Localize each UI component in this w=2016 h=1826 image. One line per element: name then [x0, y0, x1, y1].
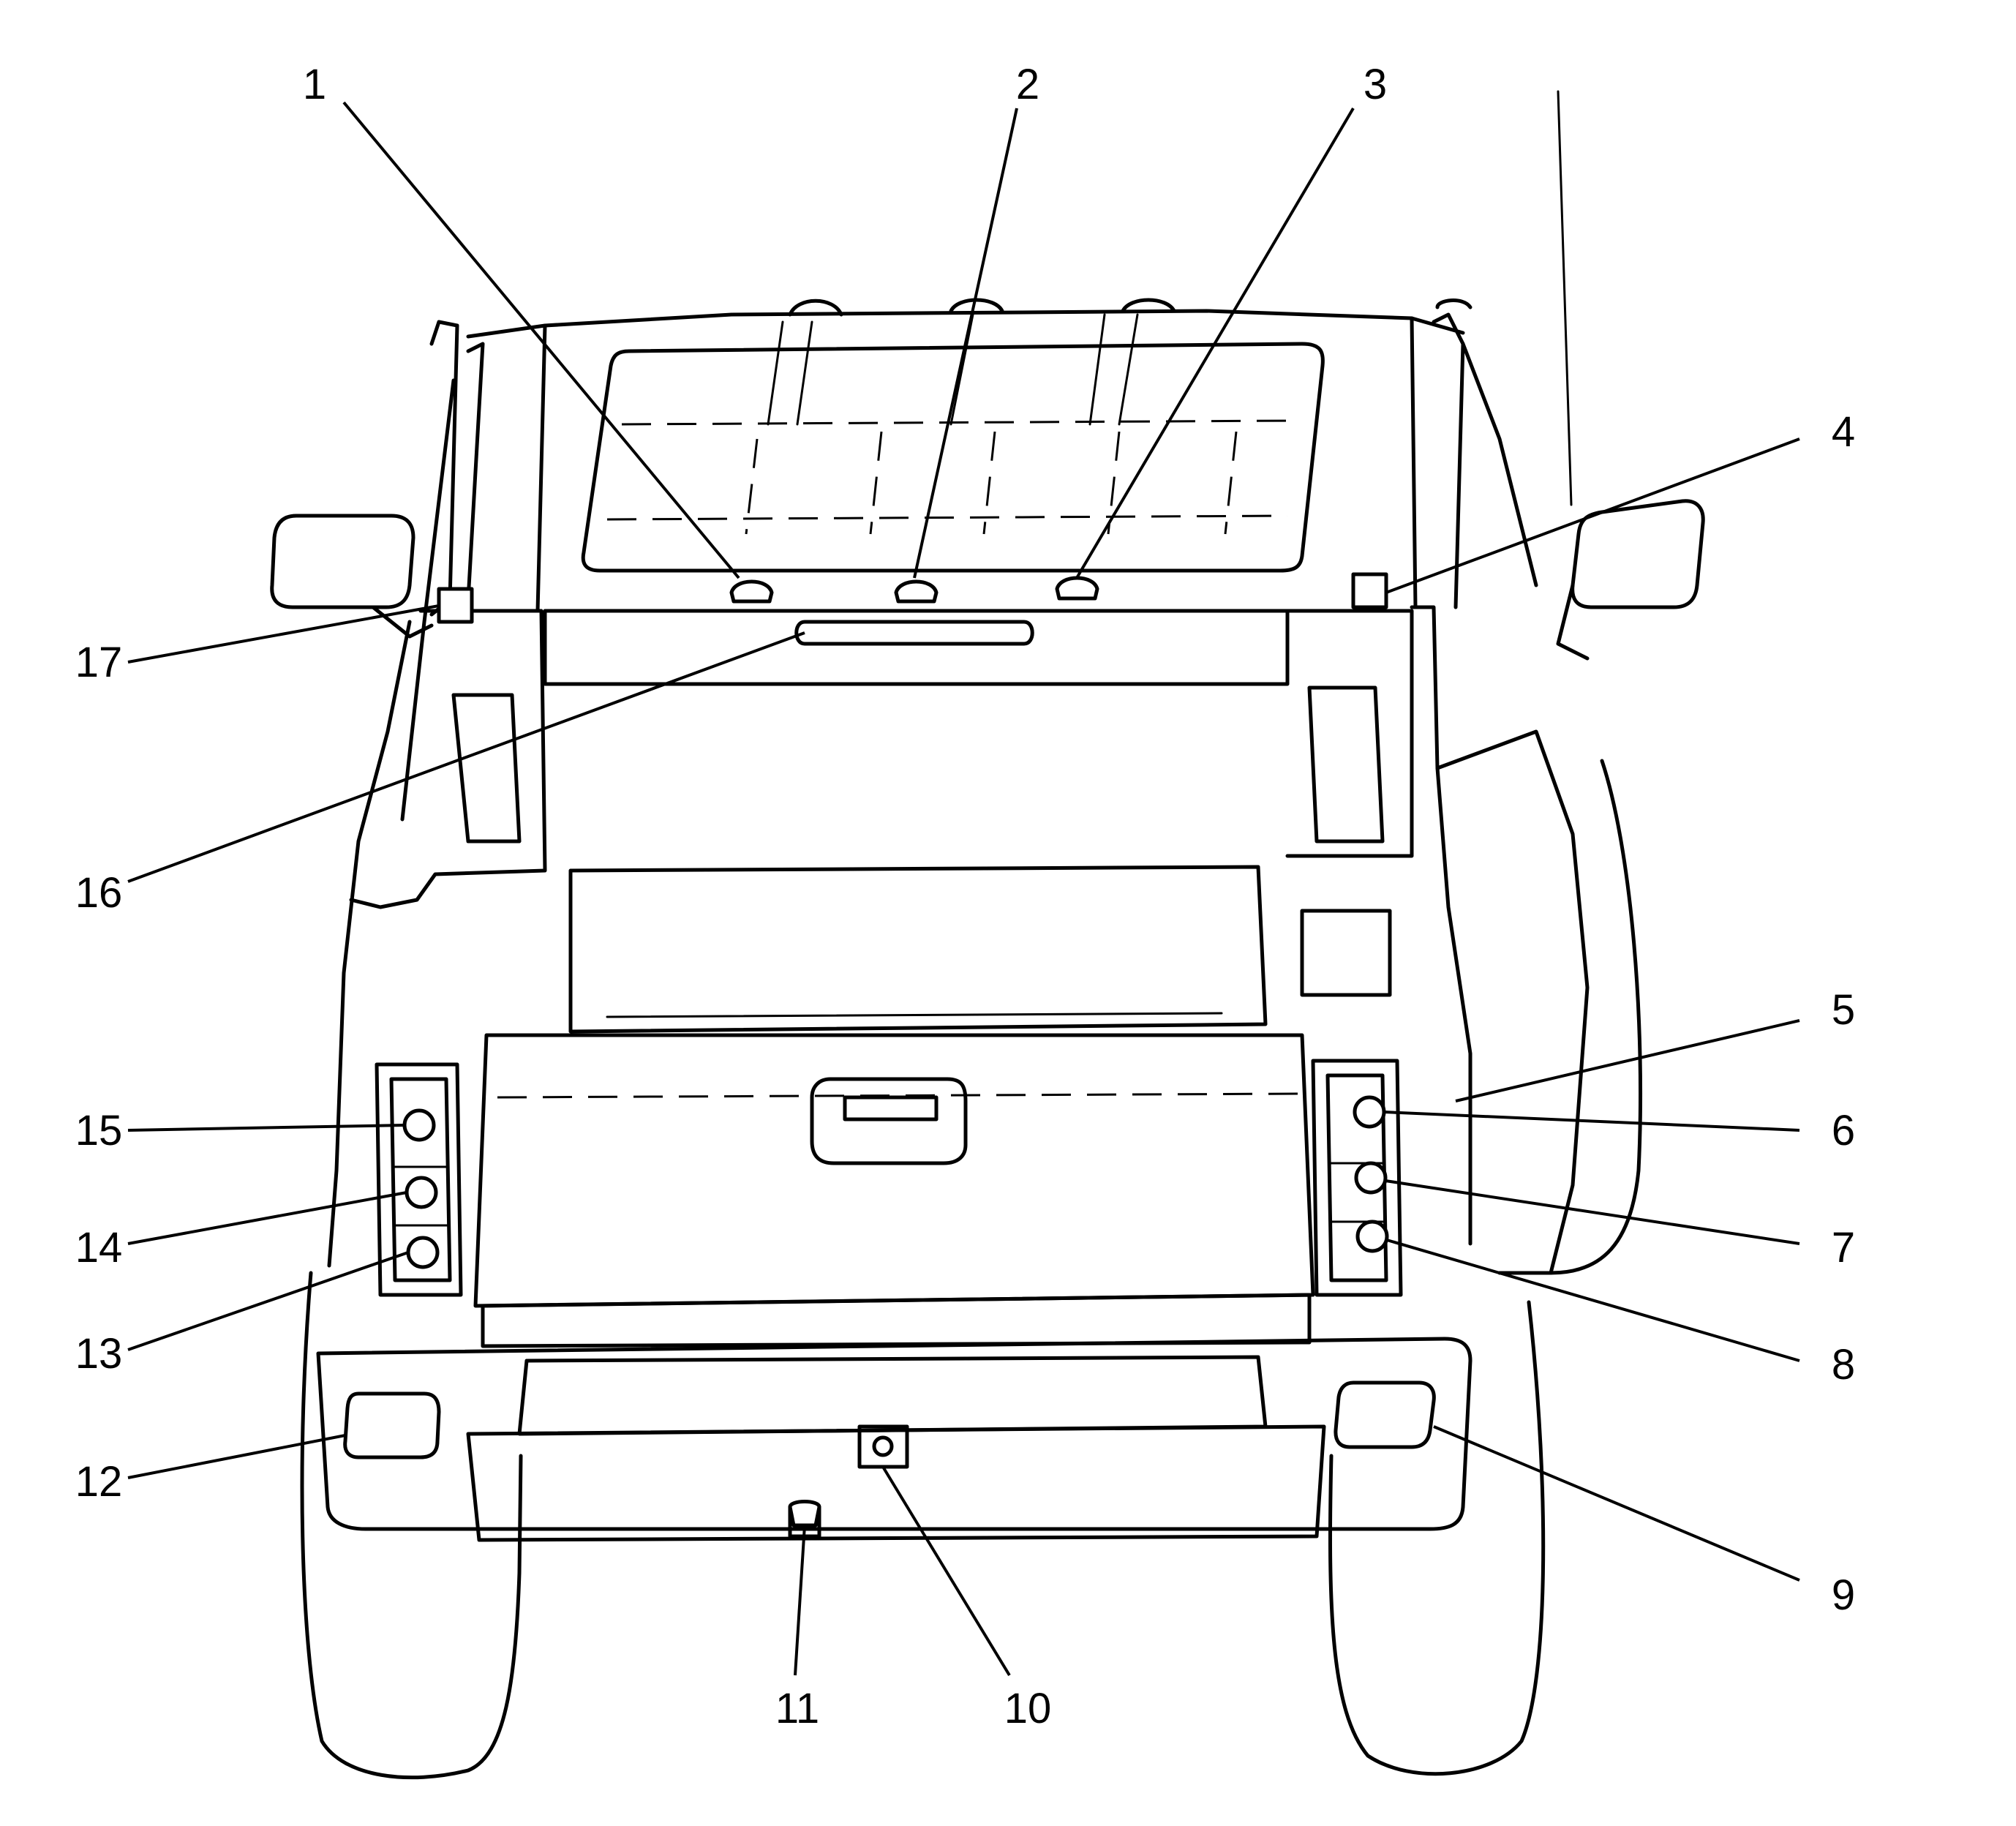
- leader-lines: [127, 101, 1800, 1677]
- rear-bumper: [316, 1337, 1472, 1542]
- leader-4: [1385, 437, 1800, 594]
- callout-13: 13: [75, 1330, 123, 1378]
- body-left-side: [327, 609, 547, 1268]
- callout-12: 12: [75, 1458, 123, 1506]
- callout-3: 3: [1364, 61, 1387, 108]
- chmsl-bar: [543, 609, 1290, 686]
- callout-9: 9: [1832, 1571, 1855, 1619]
- callout-7: 7: [1832, 1224, 1855, 1271]
- callout-10: 10: [1004, 1685, 1052, 1732]
- leader-2: [913, 108, 1018, 579]
- left-tail-lamp-assembly: [375, 1062, 463, 1297]
- callout-16: 16: [75, 869, 123, 917]
- callout-2: 2: [1016, 61, 1039, 108]
- callout-1: 1: [303, 61, 326, 108]
- leader-17: [127, 604, 440, 664]
- leader-15: [127, 1124, 405, 1132]
- leader-16: [127, 631, 805, 883]
- bulb-sockets: [402, 572, 1389, 1528]
- right-bumper-lamp: [1334, 1380, 1436, 1449]
- leader-9: [1433, 1425, 1800, 1582]
- leader-1: [342, 101, 740, 579]
- left-bumper-lamp: [343, 1391, 441, 1459]
- rear-window: [581, 313, 1325, 573]
- callout-labels: 1 2 3 4 5 6 7 8 9 10 11 12 13 14 15 16 1…: [75, 61, 1855, 1732]
- callout-14: 14: [75, 1224, 123, 1271]
- callout-17: 17: [75, 639, 123, 686]
- bed-interior: [568, 865, 1392, 1034]
- leader-3: [1075, 107, 1355, 579]
- right-mirror: [1556, 499, 1705, 661]
- left-mirror: [270, 514, 434, 639]
- callout-5: 5: [1832, 986, 1855, 1034]
- callout-11: 11: [775, 1685, 819, 1732]
- leader-6: [1383, 1111, 1800, 1132]
- leader-13: [127, 1251, 409, 1351]
- leader-5: [1455, 1019, 1800, 1102]
- tailgate: [473, 1033, 1315, 1348]
- leader-12: [127, 1434, 346, 1479]
- body-right-side: [1285, 605, 1590, 1275]
- antenna: [1557, 90, 1573, 506]
- callout-4: 4: [1832, 408, 1855, 456]
- left-rear-tire: [300, 1271, 523, 1780]
- leader-7: [1385, 1179, 1800, 1245]
- leader-10: [881, 1465, 1011, 1677]
- callout-15: 15: [75, 1107, 123, 1154]
- leader-8: [1386, 1239, 1800, 1362]
- callout-8: 8: [1832, 1341, 1855, 1389]
- callout-6: 6: [1832, 1107, 1855, 1154]
- leader-11: [794, 1525, 806, 1676]
- leader-14: [127, 1191, 407, 1245]
